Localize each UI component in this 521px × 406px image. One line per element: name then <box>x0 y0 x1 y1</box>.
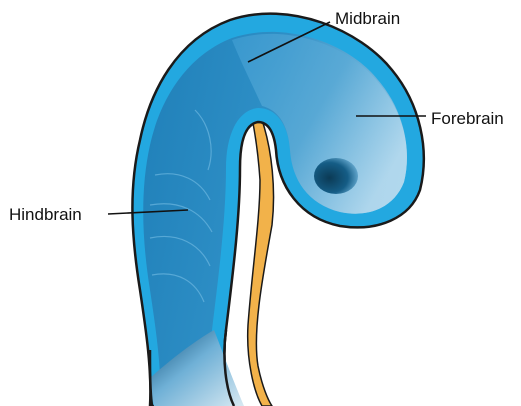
hindbrain-label: Hindbrain <box>9 206 82 223</box>
endoderm-strip <box>248 118 274 406</box>
optic-cup <box>314 158 358 194</box>
midbrain-label: Midbrain <box>335 10 400 27</box>
forebrain-label: Forebrain <box>431 110 504 127</box>
